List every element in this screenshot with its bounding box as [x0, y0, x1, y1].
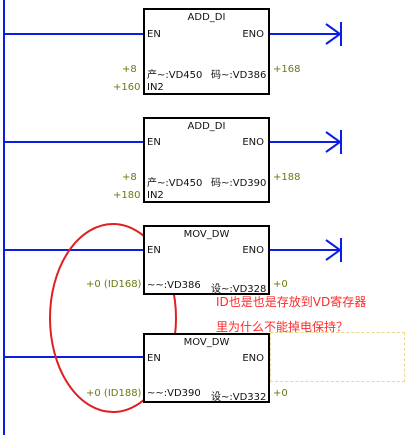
- en-pin-label: EN: [147, 245, 161, 256]
- in1-operand: 产~:VD450: [147, 70, 203, 81]
- out-value: +0: [273, 388, 288, 399]
- out-operand: 码~:VD390: [211, 178, 267, 189]
- in-operand: ~~:VD386: [147, 280, 201, 291]
- out-value: +188: [273, 172, 301, 183]
- block-title: ADD_DI: [187, 121, 226, 132]
- out-operand: 码~:VD386: [211, 70, 267, 81]
- in-value: +0 (ID168): [86, 279, 142, 290]
- out-value: +168: [273, 64, 301, 75]
- mov-dw-block-1[interactable]: MOV_DW EN ENO ~~:VD386 设~:VD328: [143, 225, 270, 295]
- block-title: MOV_DW: [183, 229, 230, 240]
- annotation-text-line1: ID也是也是存放到VD寄存器: [216, 295, 367, 309]
- annotation-ellipse: [49, 223, 177, 413]
- block-title: MOV_DW: [183, 337, 230, 348]
- in2-value: +180: [113, 190, 141, 201]
- en-pin-label: EN: [147, 353, 161, 364]
- en-pin-label: EN: [147, 29, 161, 40]
- annotation-text-line2: 里为什么不能掉电保持？: [216, 320, 349, 334]
- in1-value: +8: [122, 172, 137, 183]
- en-pin-label: EN: [147, 137, 161, 148]
- eno-pin-label: ENO: [242, 353, 264, 364]
- out-operand: 设~:VD328: [211, 284, 267, 295]
- eno-pin-label: ENO: [242, 245, 264, 256]
- eno-pin-label: ENO: [242, 29, 264, 40]
- add-di-block-1[interactable]: ADD_DI EN ENO 产~:VD450 码~:VD386 IN2: [143, 8, 270, 95]
- in2-pin-label: IN2: [147, 82, 164, 93]
- in-value: +0 (ID188): [86, 388, 142, 399]
- mov-dw-block-2[interactable]: MOV_DW EN ENO ~~:VD390 设~:VD332: [143, 333, 270, 403]
- selection-highlight-box: [270, 332, 405, 382]
- in-operand: ~~:VD390: [147, 388, 201, 399]
- in1-operand: 产~:VD450: [147, 178, 203, 189]
- out-value: +0: [273, 279, 288, 290]
- add-di-block-2[interactable]: ADD_DI EN ENO 产~:VD450 码~:VD390 IN2: [143, 117, 270, 203]
- in2-pin-label: IN2: [147, 190, 164, 201]
- in1-value: +8: [122, 64, 137, 75]
- out-operand: 设~:VD332: [211, 392, 267, 403]
- block-title: ADD_DI: [187, 12, 226, 23]
- in2-value: +160: [113, 82, 141, 93]
- eno-pin-label: ENO: [242, 137, 264, 148]
